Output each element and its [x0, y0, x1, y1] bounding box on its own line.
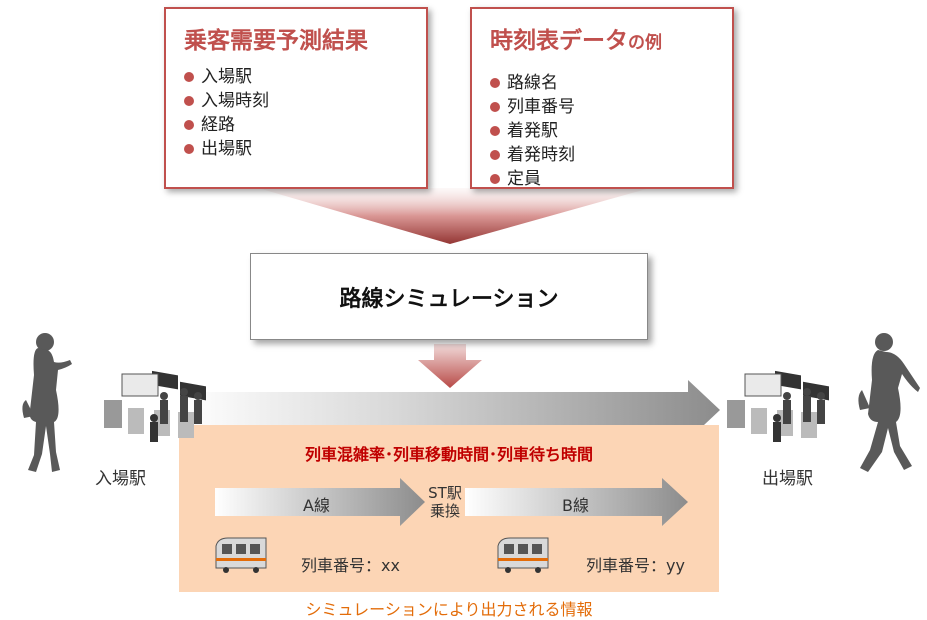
exit-gate-icon: [727, 370, 829, 442]
entry-gate-icon: [104, 370, 206, 442]
list-item: 経路: [184, 113, 269, 137]
down-arrow-icon: [418, 344, 482, 388]
timetable-list: 路線名 列車番号 着発駅 着発時刻 定員: [490, 71, 575, 191]
timetable-title-suffix: の例: [628, 33, 662, 53]
timetable-title: 時刻表データの例: [490, 21, 662, 55]
list-item: 定員: [490, 167, 575, 191]
train-number-a: 列車番号：xx: [301, 556, 400, 575]
entry-station-label: 入場駅: [95, 469, 146, 489]
output-caption: シミュレーションにより出力される情報: [305, 600, 593, 619]
list-item: 列車番号: [490, 95, 575, 119]
line-a-arrow-icon: [215, 478, 425, 526]
list-item: 入場時刻: [184, 89, 269, 113]
walking-person-icon: [858, 333, 920, 472]
timetable-box: 時刻表データの例 路線名 列車番号 着発駅 着発時刻 定員: [470, 7, 734, 189]
line-b-label: B線: [562, 496, 589, 515]
list-item: 出場駅: [184, 137, 269, 161]
demand-forecast-box: 乗客需要予測結果 入場駅 入場時刻 経路 出場駅: [164, 7, 428, 189]
output-title: 列車混雑率･列車移動時間･列車待ち時間: [304, 445, 593, 464]
train-number-b: 列車番号：yy: [586, 556, 685, 575]
list-item: 着発駅: [490, 119, 575, 143]
demand-forecast-title: 乗客需要予測結果: [184, 21, 368, 55]
demand-forecast-list: 入場駅 入場時刻 経路 出場駅: [184, 65, 269, 161]
list-item: 着発時刻: [490, 143, 575, 167]
transfer-station: ST駅 乗換: [425, 484, 465, 520]
train-icon: [497, 537, 549, 573]
train-icon: [215, 537, 267, 573]
funnel-shape: [258, 188, 650, 244]
person-with-phone-icon: [22, 333, 72, 472]
transfer-label: 乗換: [429, 502, 460, 520]
simulation-box: 路線シミュレーション: [250, 253, 648, 340]
timetable-title-text: 時刻表データ: [490, 28, 628, 54]
list-item: 路線名: [490, 71, 575, 95]
simulation-title: 路線シミュレーション: [339, 286, 559, 312]
line-b-arrow-icon: [465, 478, 688, 526]
line-a-label: A線: [303, 496, 330, 515]
list-item: 入場駅: [184, 65, 269, 89]
transfer-station-name: ST駅: [428, 484, 462, 502]
demand-forecast-title-text: 乗客需要予測結果: [184, 28, 368, 54]
exit-station-label: 出場駅: [762, 469, 813, 489]
